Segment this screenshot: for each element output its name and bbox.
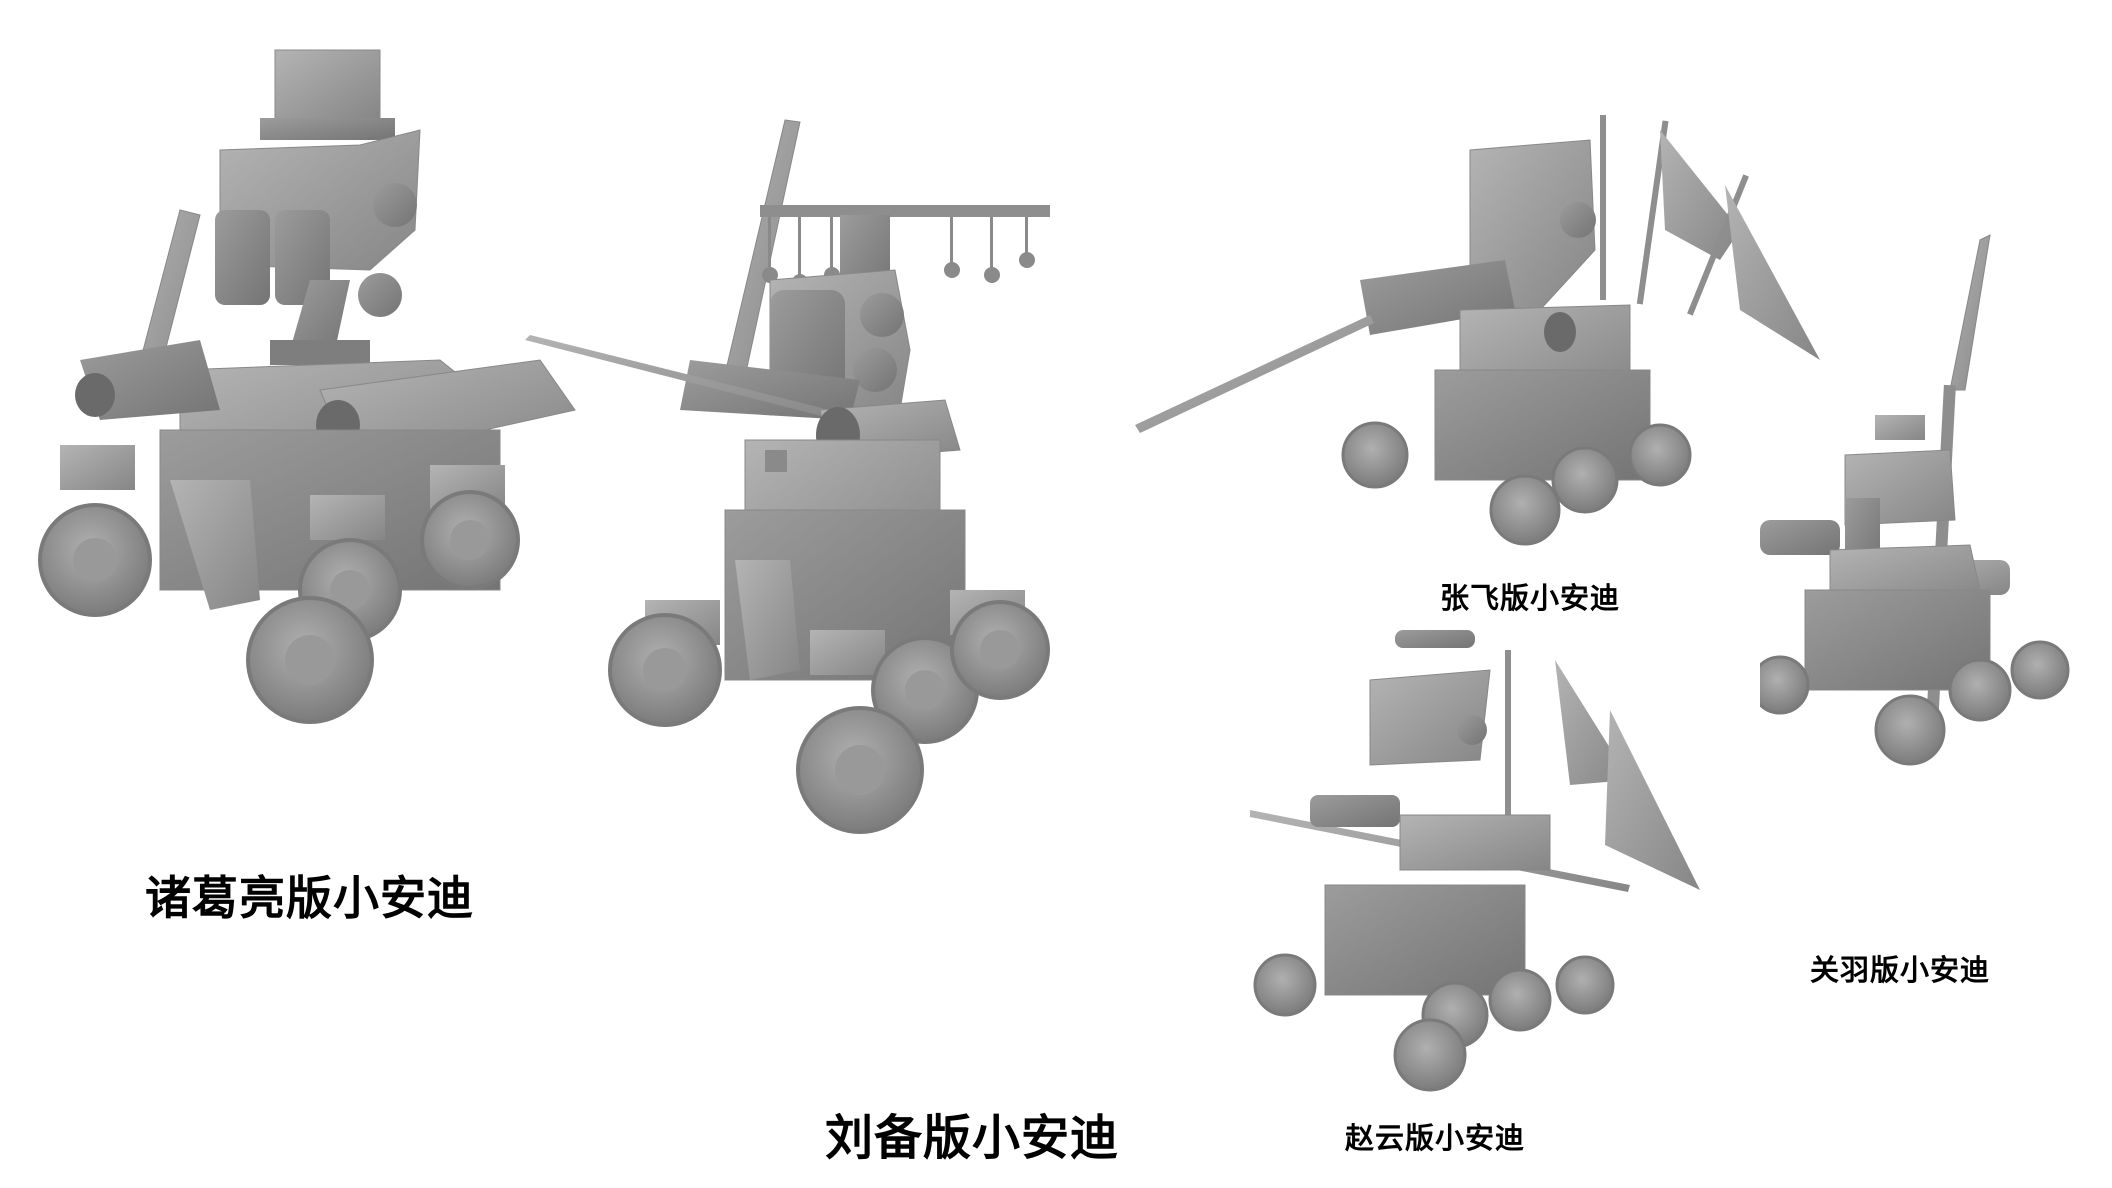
robot-liu-bei-render [525, 119, 1050, 834]
label-guan-yu: 关羽版小安迪 [1810, 953, 1991, 987]
robot-zhao-yun-render [1250, 630, 1700, 1092]
robot-guan-yu [1760, 230, 2112, 930]
label-zhang-fei: 张飞版小安迪 [1440, 581, 1621, 615]
robot-zhang-fei [1120, 110, 1840, 570]
robot-zhao-yun [1250, 610, 1710, 1100]
robot-zhuge-liang [20, 40, 640, 840]
robot-zhuge-liang-render [38, 49, 576, 724]
robot-zhang-fei-render [1135, 115, 1820, 546]
label-zhao-yun: 赵云版小安迪 [1345, 1121, 1526, 1155]
robot-liu-bei [520, 110, 1260, 1070]
robot-guan-yu-render [1760, 234, 2070, 766]
label-liu-bei: 刘备版小安迪 [825, 1110, 1120, 1166]
label-zhuge-liang: 诸葛亮版小安迪 [145, 871, 474, 925]
